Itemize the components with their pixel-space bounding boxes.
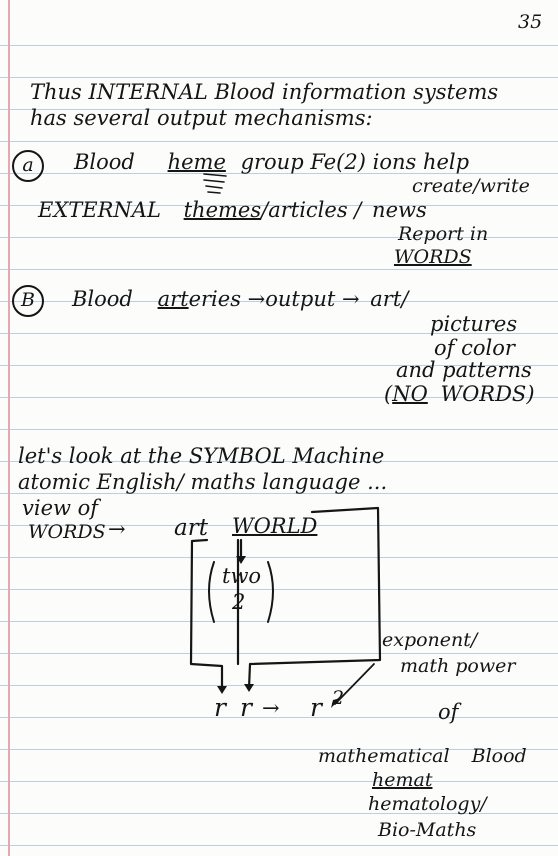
diagram-note-line-2: math power xyxy=(400,655,516,677)
item-a-marker: a xyxy=(12,150,44,182)
item-b-words: WORDS) xyxy=(440,382,535,406)
item-a-themes: themes xyxy=(183,198,262,222)
item-b-line-4: and patterns xyxy=(396,358,532,382)
item-b-line-2: pictures xyxy=(430,312,518,336)
item-a-external: EXTERNAL xyxy=(38,198,161,222)
diagram-two: two xyxy=(222,564,262,588)
item-a-line-1-rest: group Fe(2) ions help xyxy=(240,150,470,174)
item-b-marker: B xyxy=(12,285,44,317)
closing-line-1: mathematical Blood xyxy=(318,744,527,768)
arrow-right-icon: → xyxy=(108,517,126,541)
symbol-line-2: atomic English/ maths language ... xyxy=(18,470,388,494)
intro-line-1: Thus INTERNAL Blood information systems xyxy=(30,80,499,104)
item-b-art: art/ xyxy=(370,287,409,311)
item-a-articles: /articles / xyxy=(261,198,362,222)
closing-of: of xyxy=(438,700,459,724)
item-a-line-5: WORDS xyxy=(394,246,472,268)
arrow-right-icon: → xyxy=(247,287,266,311)
item-a-line-1: Blood heme group Fe(2) ions help xyxy=(74,150,469,174)
item-a-line-4: Report in xyxy=(398,223,489,245)
diagram-r-squared-base: r xyxy=(310,693,322,722)
symbol-line-3: view of xyxy=(22,496,99,520)
item-a-news: news xyxy=(372,198,427,222)
symbol-art: art xyxy=(174,515,208,541)
arrow-right-icon: → xyxy=(341,287,360,311)
item-b-blood: Blood xyxy=(72,287,133,311)
symbol-line-1: let's look at the SYMBOL Machine xyxy=(18,444,385,468)
item-b-no: NO xyxy=(392,382,428,406)
diagram-exponent: 2 xyxy=(332,687,345,709)
symbol-words: WORDS xyxy=(28,521,106,543)
arrow-right-icon: → xyxy=(262,696,280,720)
closing-line-4: Bio-Maths xyxy=(378,819,477,841)
diagram-r-2: r xyxy=(240,693,252,722)
item-b-line-5: (NO WORDS) xyxy=(384,382,535,406)
item-b-line-3: of color xyxy=(434,336,515,360)
item-b-line-1: Blood arteries →output → art/ xyxy=(72,287,408,311)
margin-line xyxy=(8,0,10,856)
item-b-output: output xyxy=(265,287,336,311)
item-a-line-3: EXTERNAL themes/articles / news xyxy=(38,198,427,222)
item-a-blood: Blood xyxy=(74,150,135,174)
item-b-arteries: arteries xyxy=(157,287,241,311)
closing-blood: Blood xyxy=(471,745,527,767)
diagram-two-digit: 2 xyxy=(232,590,246,614)
closing-mathematical: mathematical xyxy=(318,745,450,767)
closing-line-2: hemat xyxy=(372,769,433,791)
symbol-world: WORLD xyxy=(232,514,318,538)
item-a-heme: heme xyxy=(167,150,226,174)
item-a-line-2: create/write xyxy=(412,175,530,197)
closing-line-3: hematology/ xyxy=(368,793,487,815)
page-number: 35 xyxy=(518,11,543,33)
diagram-r-1: r xyxy=(214,693,226,722)
diagram-note-line-1: exponent/ xyxy=(382,629,478,651)
intro-line-2: has several output mechanisms: xyxy=(30,106,373,130)
